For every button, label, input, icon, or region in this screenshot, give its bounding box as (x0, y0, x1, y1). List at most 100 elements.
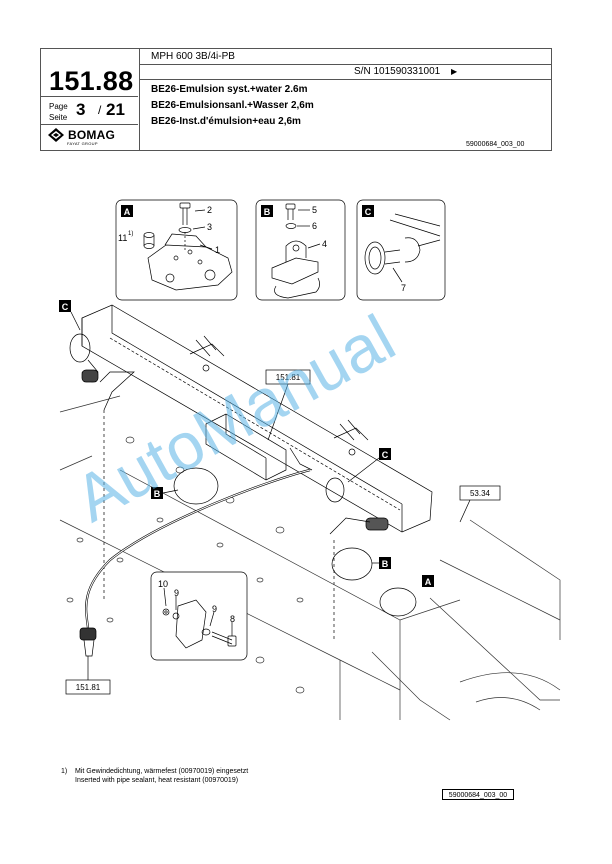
page-separator: / (98, 103, 102, 117)
detail-a-marker (121, 205, 133, 217)
header-divider-3 (40, 96, 138, 97)
leader-9b (209, 611, 215, 627)
play-triangle-icon: ▶ (450, 67, 458, 76)
leader-1 (199, 244, 213, 250)
model-name: MPH 600 3B/4i-PB (151, 51, 235, 62)
leader-b-left (162, 489, 179, 494)
mount-b-left (173, 467, 219, 505)
header-divider-1 (139, 64, 551, 65)
mount-b-right (331, 547, 373, 581)
main-b-marker-left (151, 487, 163, 499)
main-c-label-left: C (62, 302, 69, 312)
part-11-label: 11 (118, 233, 127, 243)
right-shackle (325, 477, 345, 503)
bomag-diamond-icon (48, 128, 64, 142)
mount-a (379, 587, 417, 617)
main-b-label-right: B (382, 559, 389, 569)
serial-text: S/N 101590331001 (354, 66, 441, 77)
header-table (40, 48, 552, 151)
leader-7 (392, 267, 403, 283)
detail-c-box (356, 199, 446, 301)
footnote: 1) Mit Gewindedichtung, wärmefest (009700… (61, 767, 248, 785)
top-valve-1 (189, 335, 225, 372)
detail-b-bracket (271, 240, 320, 299)
hose-coupling (79, 627, 97, 657)
part-10-label: 10 (158, 579, 168, 589)
detail-a-label: A (124, 207, 131, 217)
page-label-en: Page (49, 102, 68, 111)
top-valve-2 (333, 419, 369, 456)
part-4-label: 4 (322, 239, 327, 249)
ref-box-53-34 (459, 485, 501, 501)
leader-151-81-top (267, 383, 289, 441)
machine-frame (59, 395, 561, 721)
brand-name: BOMAG (68, 128, 115, 142)
main-c-marker-right (379, 448, 391, 460)
detail-b-box (255, 199, 346, 301)
main-b-marker-right (379, 557, 391, 569)
detail-c-shackle (364, 213, 441, 275)
leader-4 (307, 243, 321, 249)
control-box (205, 413, 287, 481)
ref-151-81-top: 151.81 (276, 373, 301, 382)
hose-fitting (289, 447, 313, 471)
detail-c-marker (362, 205, 374, 217)
part-7-label: 7 (401, 283, 406, 293)
detail-c-label: C (365, 207, 372, 217)
main-c-marker-left (59, 300, 71, 312)
header-divider-2 (139, 79, 551, 80)
part-6-label: 6 (312, 221, 317, 231)
left-hanger (99, 371, 135, 411)
bomag-logo: BOMAG (48, 128, 115, 142)
detail-a-bolt (178, 202, 192, 250)
water-hose-inner (85, 469, 311, 629)
leader-c-right (347, 457, 380, 483)
page-number: 3 (76, 100, 86, 119)
bolt-detail-box (150, 571, 248, 661)
title-german: BE26-Emulsionsanl.+Wasser 2,6m (151, 100, 314, 111)
spray-bar-beam (81, 304, 433, 533)
left-shackle (69, 333, 99, 383)
main-a-label: A (425, 577, 432, 587)
exploded-drawing: A 2 3 1 11 1) B 5 6 4 (59, 199, 561, 721)
part-9-label-a: 9 (174, 588, 179, 598)
footnote-english: Inserted with pipe sealant, heat resista… (75, 777, 239, 784)
detail-a-bracket (147, 233, 233, 291)
part-1-label: 1 (215, 245, 220, 255)
main-a-marker (422, 575, 434, 587)
part-5-label: 5 (312, 205, 317, 215)
leader-3 (192, 226, 206, 230)
detail-a-box (115, 199, 238, 301)
brand-subtitle: FAYAT GROUP (67, 141, 98, 146)
ref-53-34: 53.34 (470, 489, 491, 498)
main-c-label-right: C (382, 450, 389, 460)
part-2-label: 2 (207, 205, 212, 215)
bolt-detail-parts (162, 599, 237, 649)
header-divider-4 (40, 124, 138, 125)
bottom-drawing-reference: 59000684_003_00 (442, 789, 514, 800)
header-divider-vertical (139, 49, 140, 150)
leader-2 (194, 209, 206, 212)
part-8-label: 8 (230, 614, 235, 624)
leader-10 (163, 587, 167, 607)
leader-53-34 (459, 499, 471, 523)
detail-b-bolt (285, 203, 297, 229)
drawing-reference: 59000684_003_00 (466, 141, 525, 148)
serial-number: S/N 101590331001 ▶ (354, 66, 457, 77)
ref-151-81-bottom: 151.81 (76, 683, 101, 692)
detail-b-label: B (264, 207, 271, 217)
footnote-marker: 1) (61, 768, 68, 775)
page-label: Page Seite (49, 101, 68, 123)
part-3-label: 3 (207, 222, 212, 232)
page-label-de: Seite (49, 113, 68, 122)
document-number: 151.88 (49, 66, 134, 96)
title-french: BE26-Inst.d'émulsion+eau 2,6m (151, 116, 301, 127)
page-total: 21 (106, 100, 125, 119)
main-b-label-left: B (154, 489, 161, 499)
leader-c-left (70, 311, 81, 331)
right-nozzle (329, 517, 389, 640)
part-9-label-b: 9 (212, 604, 217, 614)
footnote-german: Mit Gewindedichtung, wärmefest (00970019… (75, 768, 249, 775)
part-11-footnote-marker: 1) (128, 231, 133, 237)
detail-a-plug (143, 232, 155, 249)
